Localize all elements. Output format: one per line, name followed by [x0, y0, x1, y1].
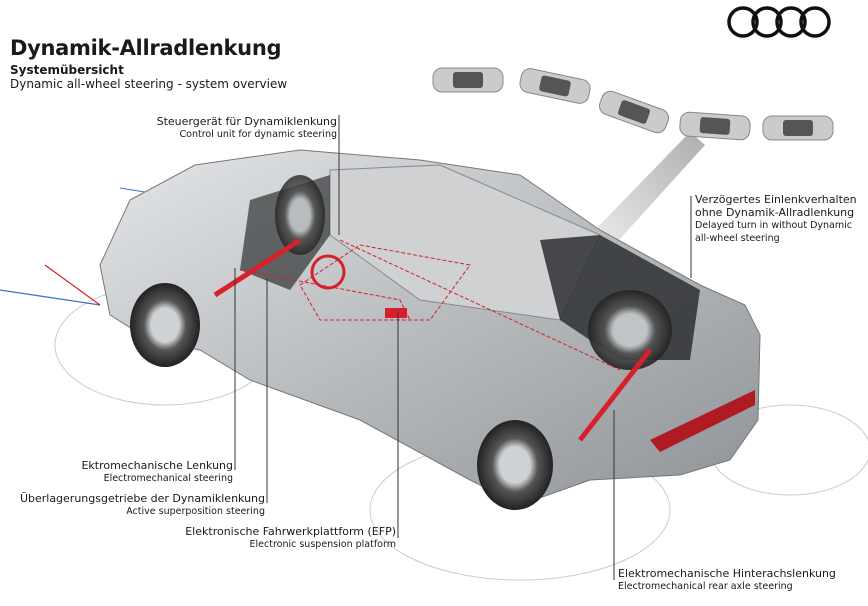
label-rear-axle: Elektromechanische Hinterachslenkung Ele…	[618, 567, 836, 593]
label-de: Überlagerungsgetriebe der Dynamiklenkung	[19, 492, 265, 505]
label-de: Elektronische Fahrwerkplattform (EFP)	[185, 525, 396, 538]
label-superposition: Überlagerungsgetriebe der Dynamiklenkung…	[20, 492, 265, 518]
label-en: Electromechanical steering	[103, 473, 233, 484]
leader-lines	[234, 115, 692, 580]
label-en: all-wheel steering	[695, 233, 780, 244]
label-de: Ektromechanische Lenkung	[81, 459, 233, 472]
subtitle-en: Dynamic all-wheel steering - system over…	[10, 77, 288, 91]
label-de: Elektromechanische Hinterachslenkung	[618, 567, 836, 580]
audi-logo	[727, 6, 831, 38]
label-efp: Elektronische Fahrwerkplattform (EFP) El…	[185, 525, 396, 551]
rear-right-wheel	[588, 290, 672, 370]
view-beam	[590, 132, 705, 250]
front-left-wheel	[130, 283, 200, 367]
label-de: Verzögertes Einlenkverhalten	[695, 193, 857, 206]
label-en: Electronic suspension platform	[249, 539, 396, 550]
page-title: Dynamik-Allradlenkung	[10, 36, 282, 60]
label-control-unit: Steuergerät für Dynamiklenkung Control u…	[157, 115, 337, 141]
small-car-sequence	[432, 67, 834, 141]
label-en: Active superposition steering	[126, 506, 265, 517]
label-en: Delayed turn in without Dynamic	[695, 220, 852, 231]
label-delayed-turn: Verzögertes Einlenkverhalten ohne Dynami…	[695, 193, 857, 245]
tail-light	[650, 390, 755, 452]
steering-wheel	[310, 254, 346, 290]
label-en: Control unit for dynamic steering	[179, 129, 337, 140]
front-right-wheel	[275, 175, 325, 255]
rear-left-wheel	[477, 420, 553, 510]
label-de: Steuergerät für Dynamiklenkung	[156, 115, 337, 128]
label-de: ohne Dynamik-Allradlenkung	[695, 206, 855, 219]
label-en: Electromechanical rear axle steering	[618, 581, 793, 592]
label-em-steering: Ektromechanische Lenkung Electromechanic…	[81, 459, 233, 485]
subtitle-de: Systemübersicht	[10, 63, 124, 77]
